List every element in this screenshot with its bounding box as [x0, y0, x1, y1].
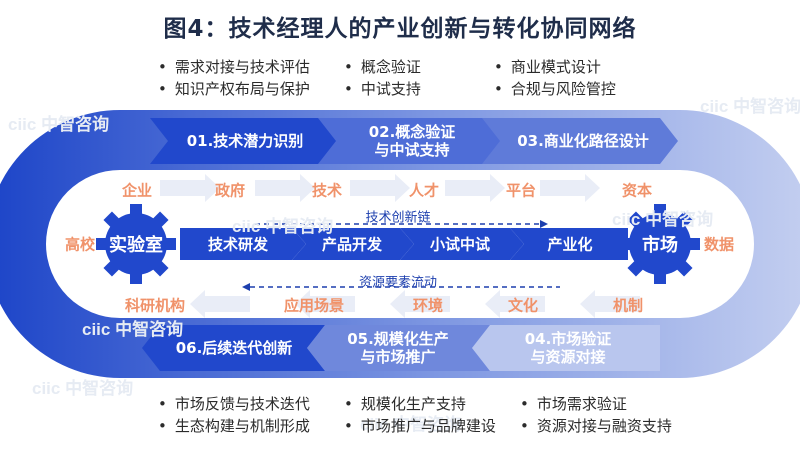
- bullet-item: 生态构建与机制形成: [158, 415, 310, 437]
- label-data: 数据: [703, 235, 735, 254]
- upper-arrow-row: [160, 174, 600, 202]
- bullet-item: 市场推广与品牌建设: [344, 415, 496, 437]
- chain-step-4-shape: [510, 228, 628, 260]
- label-government: 政府: [214, 181, 246, 200]
- gear-market-label: 市场: [642, 235, 678, 256]
- label-platform: 平台: [505, 181, 537, 200]
- left-gear: [96, 204, 176, 284]
- label-talent: 人才: [408, 181, 440, 200]
- top-bullets-col-3: 商业模式设计 合规与风险管控: [494, 56, 616, 100]
- label-mechanism: 机制: [612, 296, 644, 315]
- label-application-scene: 应用场景: [283, 296, 345, 315]
- stage-01-shape: [150, 118, 340, 164]
- gear-lab-label: 实验室: [109, 235, 163, 256]
- top-bullets-col-2: 概念验证 中试支持: [344, 56, 421, 100]
- stage-04-shape: [472, 325, 660, 371]
- stage-02-label: 02.概念验证 与中试支持: [368, 123, 456, 159]
- flow-title: 资源要素流动: [358, 275, 438, 291]
- bullet-item: 知识产权布局与保护: [158, 78, 310, 100]
- stage-06-shape: [142, 325, 325, 371]
- label-research-institute: 科研机构: [124, 296, 186, 315]
- lower-arrow-row: [190, 290, 640, 318]
- label-university: 高校: [64, 235, 96, 254]
- chain-step-2-shape: [292, 228, 414, 260]
- chain-step-1-shape: [180, 228, 306, 260]
- chain-row: [180, 228, 628, 260]
- bullet-item: 资源对接与融资支持: [520, 415, 672, 437]
- stage-01-label: 01.技术潜力识别: [186, 132, 304, 150]
- watermark: ciic 中智咨询: [232, 217, 334, 236]
- watermark: ciic 中智咨询: [700, 97, 800, 116]
- watermark: ciic 中智咨询: [8, 115, 110, 134]
- chain-step-4-label: 产业化: [547, 235, 593, 254]
- chain-step-3-shape: [400, 228, 524, 260]
- chain-step-1-label: 技术研发: [207, 235, 269, 254]
- label-environment: 环境: [412, 296, 444, 315]
- page-title: 图4：技术经理人的产业创新与转化协同网络: [163, 16, 637, 42]
- stage-05-label: 05.规模化生产 与市场推广: [347, 330, 449, 366]
- chain-step-3-label: 小试中试: [429, 235, 491, 254]
- stage-02-shape: [318, 118, 504, 164]
- chain-title: 技术创新链: [365, 210, 431, 226]
- stage-04-label: 04.市场验证 与资源对接: [524, 330, 612, 366]
- bullet-item: 概念验证: [344, 56, 421, 78]
- bullet-item: 市场需求验证: [520, 393, 672, 415]
- label-technology: 技术: [311, 181, 343, 200]
- stage-06-label: 06.后续迭代创新: [175, 339, 293, 357]
- bullet-item: 规模化生产支持: [344, 393, 496, 415]
- bullet-item: 合规与风险管控: [494, 78, 616, 100]
- bullet-item: 商业模式设计: [494, 56, 616, 78]
- stage-05-shape: [307, 325, 490, 371]
- bottom-bullets-col-1: 市场反馈与技术迭代 生态构建与机制形成: [158, 393, 310, 437]
- label-capital: 资本: [621, 181, 653, 200]
- right-gear: [620, 204, 700, 284]
- watermark: ciic 中智咨询: [612, 210, 714, 229]
- stage-03-shape: [482, 118, 678, 164]
- label-enterprise: 企业: [121, 181, 153, 200]
- top-stage-row: [150, 118, 678, 164]
- bottom-bullets-col-3: 市场需求验证 资源对接与融资支持: [520, 393, 672, 437]
- label-culture: 文化: [507, 296, 539, 315]
- stage-03-label: 03.商业化路径设计: [517, 132, 649, 150]
- chain-step-2-label: 产品开发: [321, 235, 383, 254]
- watermark: ciic 中智咨询: [32, 379, 134, 398]
- top-bullets-col-1: 需求对接与技术评估 知识产权布局与保护: [158, 56, 310, 100]
- bullet-item: 需求对接与技术评估: [158, 56, 310, 78]
- watermark: ciic 中智咨询: [82, 320, 184, 339]
- bottom-bullets-col-2: 规模化生产支持 市场推广与品牌建设: [344, 393, 496, 437]
- bullet-item: 市场反馈与技术迭代: [158, 393, 310, 415]
- bottom-stage-row: [142, 325, 660, 371]
- bullet-item: 中试支持: [344, 78, 421, 100]
